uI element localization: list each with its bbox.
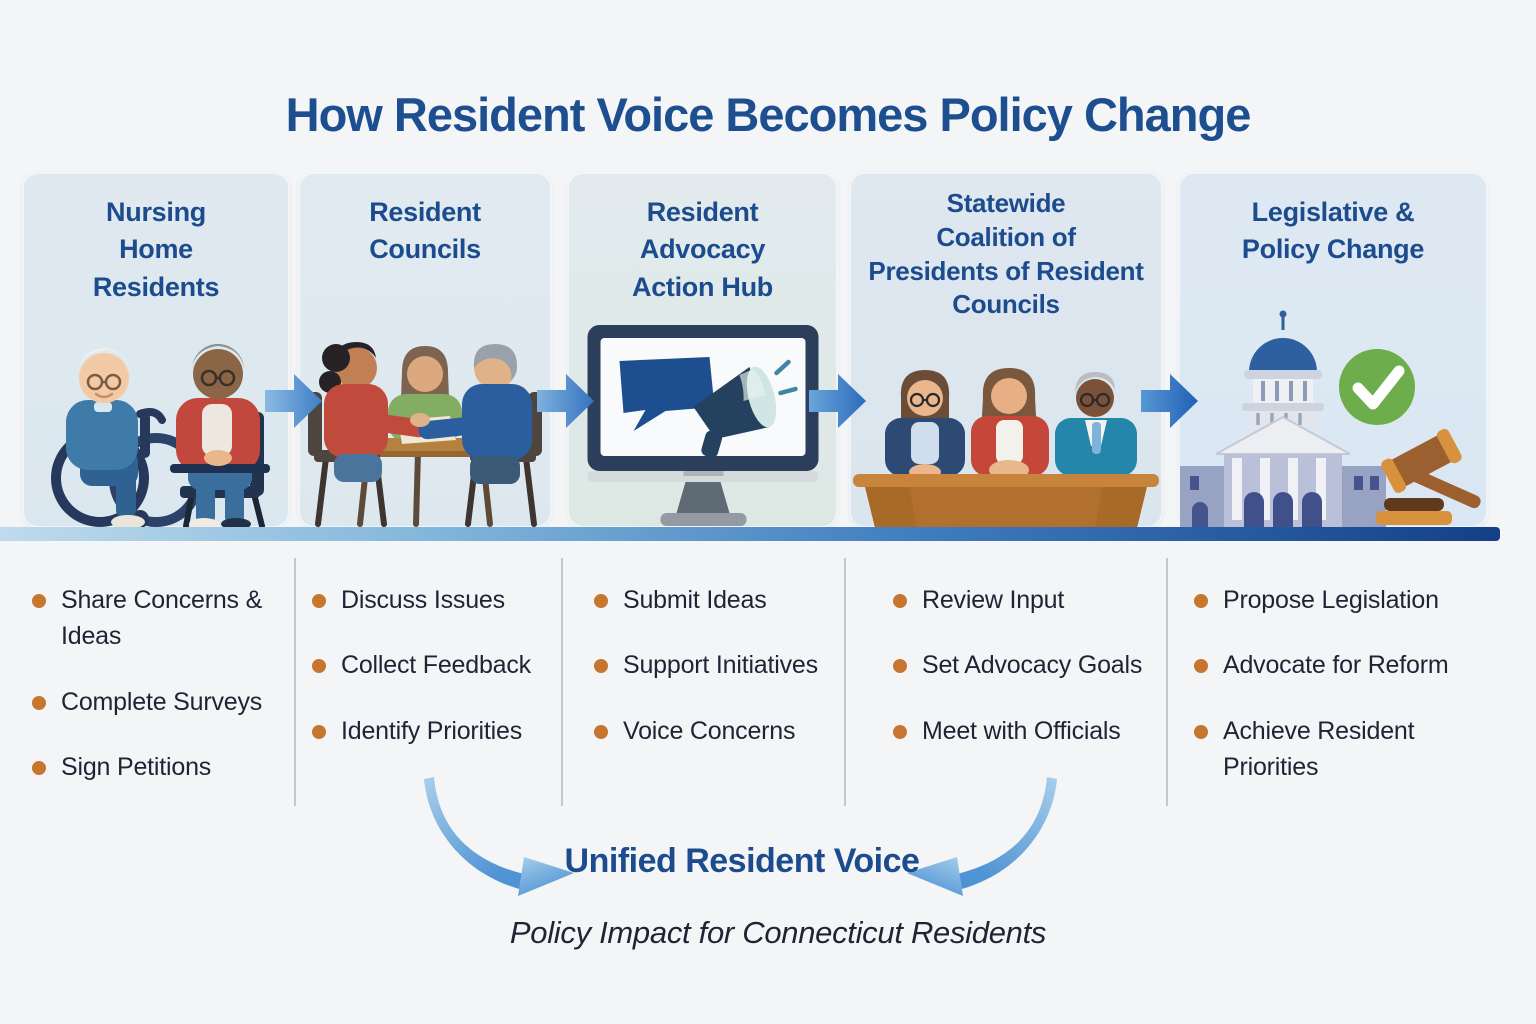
- bullet-dot: [312, 724, 326, 739]
- glasses-icon: [200, 369, 236, 387]
- tie-icon: [1092, 422, 1101, 454]
- list-item: Review Input: [893, 582, 1157, 618]
- bullet-dot: [32, 695, 46, 710]
- monitor-megaphone-illustration: [587, 325, 818, 526]
- bullet-list-resident-councils: Discuss Issues Collect Feedback Identify…: [312, 582, 550, 778]
- monitor-icon: [587, 325, 818, 526]
- stage-title-line: Nursing: [106, 197, 206, 227]
- timeline-bar: [0, 527, 1500, 541]
- bullet-dot: [893, 724, 907, 739]
- flow-arrow-3: [809, 374, 866, 428]
- column-divider: [1166, 558, 1168, 806]
- glasses-icon: [1079, 392, 1111, 408]
- panelist-left: [885, 370, 965, 480]
- bullet-list-action-hub: Submit Ideas Support Initiatives Voice C…: [594, 582, 846, 778]
- stage-title-line: Statewide: [946, 188, 1066, 218]
- stage-title-line: Presidents of Resident: [868, 255, 1144, 286]
- stage-title-line: Legislative &: [1251, 197, 1415, 227]
- bullet-dot: [893, 594, 907, 608]
- list-item: Propose Legislation: [1194, 582, 1486, 618]
- stage-title-line: Resident: [369, 197, 481, 227]
- list-item: Discuss Issues: [312, 582, 550, 618]
- flow-arrow-4: [1141, 374, 1198, 428]
- council-meeting-illustration: [308, 342, 542, 527]
- flow-arrow-1: [265, 374, 322, 428]
- curved-arrow-left-icon: [424, 777, 574, 896]
- elderly-resident-right: [170, 343, 270, 528]
- council-member-right: [410, 344, 542, 527]
- panelist-right: [1055, 372, 1137, 476]
- bullet-dot: [312, 659, 326, 674]
- bullet-dot: [1194, 594, 1208, 608]
- unified-voice-label: Unified Resident Voice: [564, 842, 920, 880]
- flow-arrow-2: [537, 374, 594, 428]
- list-item: Collect Feedback: [312, 647, 550, 683]
- bullet-dot: [32, 760, 46, 775]
- list-item: Set Advocacy Goals: [893, 647, 1157, 683]
- capitol-gavel-illustration: [1180, 310, 1481, 528]
- stage-title-line: Policy Change: [1241, 234, 1425, 265]
- wheelchair-residents-illustration: [51, 343, 270, 528]
- panelist-middle: [971, 368, 1049, 480]
- stage-title-line: Councils: [369, 234, 481, 265]
- stage-title-line: Councils: [952, 289, 1060, 320]
- stage-title: Nursing Home Residents: [22, 172, 290, 306]
- list-item: Share Concerns & Ideas: [32, 582, 270, 655]
- page-title: How Resident Voice Becomes Policy Change: [285, 88, 1252, 142]
- column-divider: [844, 558, 846, 806]
- curved-arrow-right-icon: [907, 777, 1057, 896]
- bullet-list-legislative-change: Propose Legislation Advocate for Reform …: [1194, 582, 1486, 814]
- panel-desk-icon: [853, 474, 1159, 528]
- stage-title-line: Advocacy: [639, 234, 766, 265]
- list-item: Sign Petitions: [32, 749, 270, 785]
- stage-card-resident-councils: Resident Councils: [298, 172, 552, 528]
- bullet-dot: [594, 594, 608, 608]
- stage-title-line: Coalition of: [936, 221, 1076, 252]
- bullet-dot: [1194, 724, 1208, 739]
- capitol-icon: [1180, 310, 1386, 528]
- stage-card-legislative-policy-change: Legislative & Policy Change: [1178, 172, 1488, 528]
- bullet-list-statewide-coalition: Review Input Set Advocacy Goals Meet wit…: [893, 582, 1157, 778]
- list-item: Identify Priorities: [312, 713, 550, 749]
- bullet-dot: [594, 724, 608, 739]
- stage-title: Statewide Coalition of Presidents of Res…: [849, 172, 1163, 322]
- column-divider: [561, 558, 563, 806]
- gavel-icon: [1376, 428, 1481, 525]
- glasses-icon: [909, 392, 941, 408]
- stage-card-resident-advocacy-action-hub: Resident Advocacy Action Hub: [567, 172, 838, 528]
- stage-title-line: Resident: [646, 197, 759, 227]
- list-item: Advocate for Reform: [1194, 647, 1486, 683]
- stage-title: Resident Advocacy Action Hub: [567, 172, 838, 306]
- list-item: Achieve Resident Priorities: [1194, 713, 1486, 786]
- list-item: Meet with Officials: [893, 713, 1157, 749]
- glasses-icon: [86, 373, 122, 391]
- bullet-dot: [893, 659, 907, 674]
- stage-card-statewide-coalition: Statewide Coalition of Presidents of Res…: [849, 172, 1163, 528]
- list-item: Complete Surveys: [32, 684, 270, 720]
- stage-title-line: Home: [119, 234, 193, 265]
- elderly-resident-left: [66, 347, 145, 528]
- bullet-dot: [594, 659, 608, 674]
- stage-title: Resident Councils: [298, 172, 552, 269]
- stage-title-line: Action Hub: [632, 271, 773, 302]
- speech-bubble-icon: [619, 357, 714, 431]
- bullet-dot: [312, 594, 326, 608]
- bullet-list-nursing-home-residents: Share Concerns & Ideas Complete Surveys …: [32, 582, 270, 814]
- stage-title: Legislative & Policy Change: [1178, 172, 1488, 269]
- coalition-panel-illustration: [853, 368, 1159, 528]
- column-divider: [294, 558, 296, 806]
- list-item: Submit Ideas: [594, 582, 846, 618]
- bullet-dot: [32, 594, 46, 608]
- policy-impact-label: Policy Impact for Connecticut Residents: [509, 915, 1047, 950]
- list-item: Support Initiatives: [594, 647, 846, 683]
- sound-lines-icon: [773, 359, 798, 396]
- bullet-dot: [1194, 659, 1208, 674]
- stage-card-nursing-home-residents: Nursing Home Residents: [22, 172, 290, 528]
- megaphone-icon: [693, 359, 798, 458]
- list-item: Voice Concerns: [594, 713, 846, 749]
- checkmark-icon: [1339, 349, 1415, 425]
- stage-title-line: Residents: [92, 271, 220, 302]
